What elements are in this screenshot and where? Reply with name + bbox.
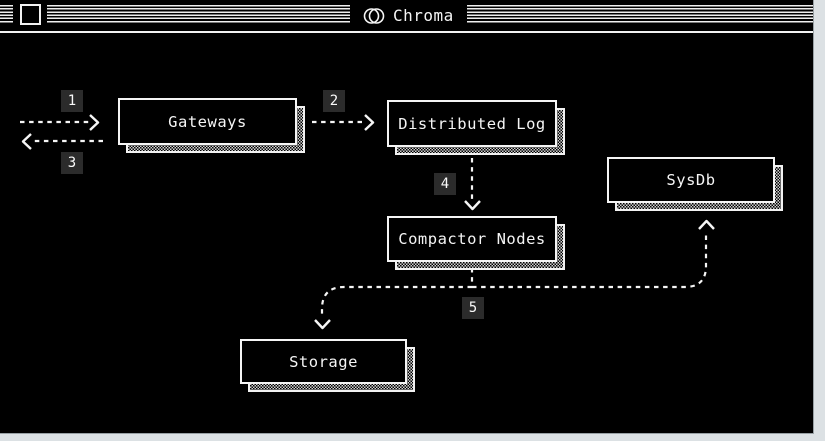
node-label: Gateways xyxy=(118,98,297,145)
titlebar-separator xyxy=(0,31,813,33)
chroma-logo-icon xyxy=(363,7,385,24)
arrow-5-sysdb-head xyxy=(698,219,715,230)
arrow-3-head xyxy=(21,133,32,150)
node-label: SysDb xyxy=(607,157,775,203)
edge-badge-4: 4 xyxy=(434,173,456,195)
arrow-5-storage-line xyxy=(320,285,472,318)
titlebar: Chroma xyxy=(0,0,813,33)
node-storage: Storage xyxy=(240,339,415,392)
arrow-5-storage-head xyxy=(314,319,331,330)
node-label: Compactor Nodes xyxy=(387,216,557,262)
edge-badge-5: 5 xyxy=(462,297,484,319)
close-box-frame xyxy=(13,1,47,28)
arrow-2-head xyxy=(364,114,375,131)
edge-badge-3: 3 xyxy=(61,152,83,174)
flow-arrows xyxy=(20,114,715,330)
edge-badge-2: 2 xyxy=(323,90,345,112)
arrow-4-head xyxy=(464,200,481,211)
window-title: Chroma xyxy=(393,6,454,25)
titlebar-title-group: Chroma xyxy=(350,0,467,31)
chroma-window: Chroma xyxy=(0,0,814,434)
edge-badge-1: 1 xyxy=(61,90,83,112)
node-compactor-nodes: Compactor Nodes xyxy=(387,216,565,270)
node-label: Storage xyxy=(240,339,407,384)
node-label: Distributed Log xyxy=(387,100,557,147)
arrow-5-sysdb-line xyxy=(472,231,708,289)
node-sysdb: SysDb xyxy=(607,157,783,211)
diagram-canvas: Gateways Distributed Log SysDb Compactor… xyxy=(0,33,813,433)
node-distributed-log: Distributed Log xyxy=(387,100,565,155)
window-close-box[interactable] xyxy=(19,4,41,25)
arrow-1-head xyxy=(89,114,100,131)
node-gateways: Gateways xyxy=(118,98,305,153)
